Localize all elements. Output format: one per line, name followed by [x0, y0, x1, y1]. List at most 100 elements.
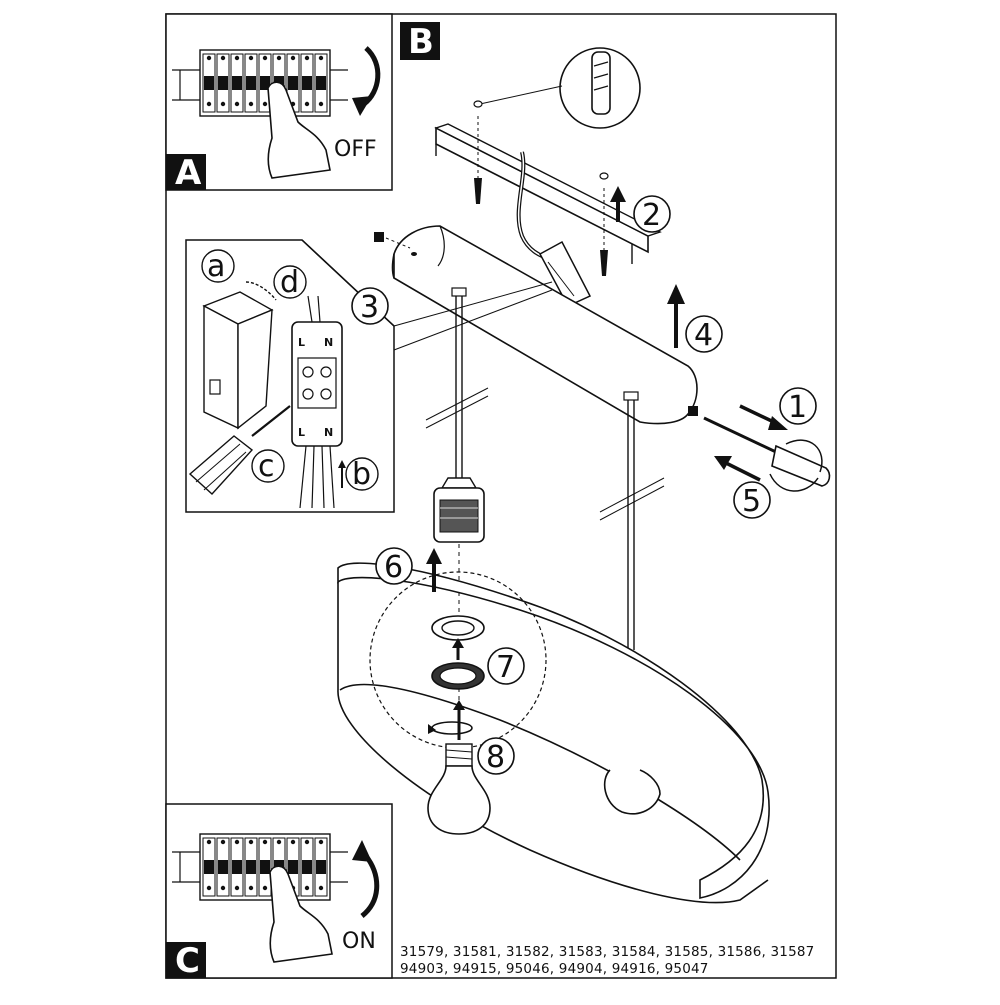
breaker-panel-icon	[172, 49, 348, 117]
canopy	[391, 225, 698, 425]
arrow-up-icon	[610, 186, 626, 222]
svg-text:b: b	[352, 457, 371, 492]
breaker-screw	[262, 839, 268, 845]
terminal-bottom-l: L	[298, 426, 305, 439]
side-screw-left	[374, 232, 411, 249]
step-3-marker: 3	[351, 287, 389, 325]
step-2-marker: 2	[633, 195, 671, 233]
article-numbers-line-2: 94903, 94915, 95046, 94904, 94916, 95047	[400, 961, 709, 977]
breaker-screw	[290, 839, 296, 845]
panel-c-tag-box	[166, 942, 206, 978]
breaker-screw	[220, 885, 226, 891]
breaker-lever	[218, 860, 228, 874]
wall-plug-detail	[473, 47, 641, 129]
suspension-cable-right	[599, 391, 665, 650]
arrow-up-icon	[452, 638, 464, 660]
breaker-screw	[276, 55, 282, 61]
terminal-top-l: L	[298, 336, 305, 349]
svg-text:4: 4	[694, 318, 713, 353]
breaker-screw	[248, 885, 254, 891]
rotate-arrow-icon	[428, 700, 473, 740]
arrow-up-icon	[426, 548, 442, 592]
breaker-screw	[318, 885, 324, 891]
screw-icon	[474, 116, 609, 276]
svg-text:d: d	[280, 265, 299, 300]
switch-on-label: ON	[342, 929, 376, 954]
switch-off-label: OFF	[334, 137, 377, 162]
step-4-marker: 4	[685, 315, 723, 353]
svg-text:3: 3	[360, 290, 379, 325]
detail-label-b: b	[338, 457, 379, 492]
step-6-marker: 6	[375, 547, 413, 585]
breaker-lever	[218, 76, 228, 90]
svg-text:5: 5	[742, 484, 761, 519]
panel-c: ON C	[165, 803, 393, 981]
terminal-block-small	[538, 240, 592, 307]
socket-collar	[431, 662, 485, 690]
breaker-screw	[220, 101, 226, 107]
breaker-screw	[262, 101, 268, 107]
svg-text:7: 7	[496, 650, 515, 685]
suspension-cable-left	[425, 287, 489, 478]
step-8-marker: 8	[477, 737, 515, 775]
panel-a-tag: A	[175, 153, 202, 193]
panel-a: OFF A	[165, 13, 393, 193]
breaker-lever	[246, 860, 256, 874]
arrow-up-icon	[667, 284, 685, 348]
breaker-screw	[262, 55, 268, 61]
lamp-shade	[337, 562, 770, 904]
light-bulb-icon	[427, 743, 491, 835]
step-5-marker: 5	[733, 481, 771, 519]
terminal-block-large: L N L N	[291, 295, 343, 509]
breaker-screw	[318, 839, 324, 845]
terminal-top-n: N	[324, 336, 333, 349]
panel-b-tag-box	[400, 22, 440, 60]
breaker-screw	[234, 839, 240, 845]
breaker-lever	[232, 860, 242, 874]
breaker-screw	[248, 839, 254, 845]
breaker-lever	[288, 76, 298, 90]
panel-c-tag: C	[175, 941, 200, 981]
breaker-lever	[204, 76, 214, 90]
breaker-screw	[206, 885, 212, 891]
breaker-screw	[220, 839, 226, 845]
hand-icon	[267, 81, 331, 179]
svg-text:8: 8	[486, 740, 505, 775]
breaker-lever	[232, 76, 242, 90]
article-numbers-line-1: 31579, 31581, 31582, 31583, 31584, 31585…	[400, 944, 814, 960]
panel-a-tag-box	[166, 154, 206, 190]
breaker-screw	[206, 55, 212, 61]
cover-clip	[202, 291, 274, 430]
detail-label-d: d	[273, 265, 307, 300]
screwdriver-icon	[188, 405, 291, 495]
arrow-in-icon	[739, 404, 788, 430]
breaker-screw	[318, 55, 324, 61]
lamp-socket	[433, 477, 485, 543]
breaker-screw	[234, 101, 240, 107]
step-1-marker: 1	[779, 387, 817, 425]
step-7-marker: 7	[487, 647, 525, 685]
detail-label-c: c	[251, 449, 285, 484]
breaker-screw	[290, 55, 296, 61]
breaker-screw	[304, 839, 310, 845]
panel-b-tag: B	[408, 22, 434, 62]
breaker-screw	[234, 55, 240, 61]
breaker-lever	[204, 860, 214, 874]
hand-icon	[269, 865, 333, 963]
svg-text:a: a	[207, 249, 225, 284]
breaker-screw	[262, 885, 268, 891]
breaker-screw	[248, 101, 254, 107]
svg-text:6: 6	[384, 550, 403, 585]
svg-text:c: c	[258, 449, 275, 484]
svg-text:1: 1	[788, 390, 807, 425]
terminal-bottom-n: N	[324, 426, 333, 439]
arrow-icon	[245, 281, 277, 301]
detail-zoom-circle	[369, 571, 547, 749]
svg-text:2: 2	[642, 198, 661, 233]
breaker-panel-icon	[172, 833, 348, 901]
arrow-out-icon	[714, 456, 761, 482]
breaker-lever	[316, 76, 326, 90]
breaker-lever	[288, 860, 298, 874]
